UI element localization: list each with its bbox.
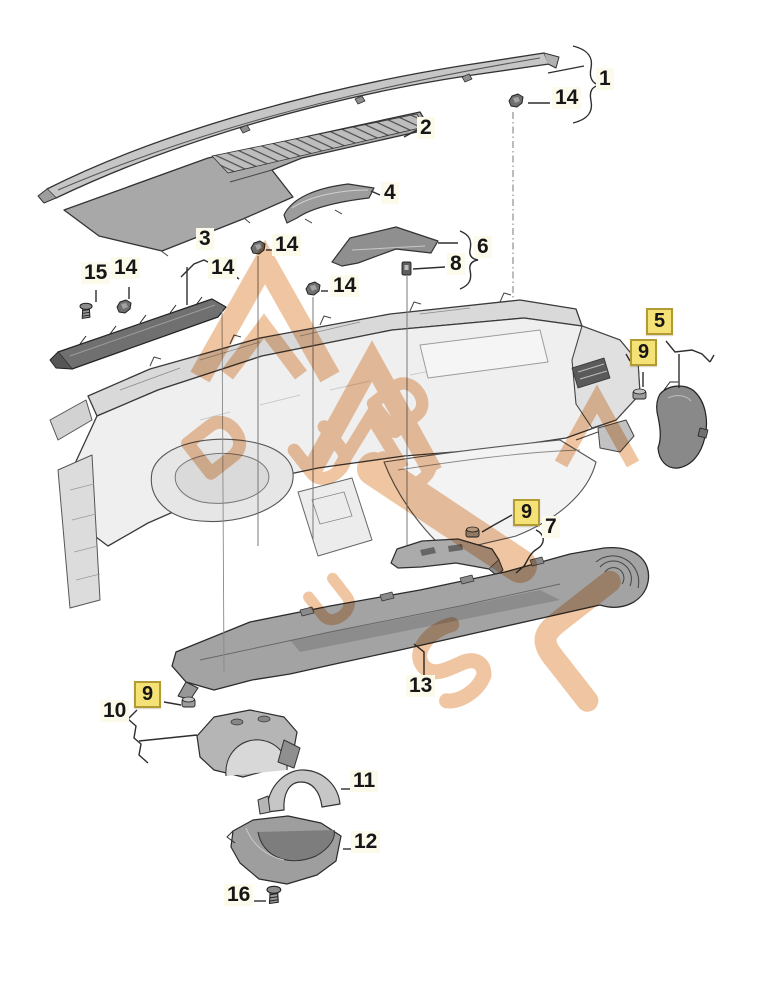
callout-9-center-highlighted[interactable]: 9 [513, 499, 541, 526]
callout-14-left[interactable]: 14 [111, 256, 141, 280]
part-13-lower-carrier-panel [171, 547, 650, 701]
callout-1[interactable]: 1 [596, 67, 614, 91]
part-3-mounting-strip [49, 296, 227, 370]
part-6-trim-piece [331, 226, 439, 267]
callout-5-highlighted[interactable]: 5 [646, 308, 674, 335]
callout-10[interactable]: 10 [100, 699, 130, 723]
part-10-column-cover [196, 709, 301, 778]
part-12-lower-shroud [226, 815, 342, 885]
callout-2[interactable]: 2 [417, 116, 435, 140]
part-2-defroster-grille [63, 111, 431, 257]
callout-14-bracket3[interactable]: 14 [208, 256, 238, 280]
part-5-end-cap [656, 381, 709, 469]
callout-11[interactable]: 11 [350, 769, 379, 793]
dashboard-main-body [49, 292, 641, 609]
callout-7[interactable]: 7 [542, 515, 560, 539]
callout-13[interactable]: 13 [406, 674, 436, 698]
callout-6[interactable]: 6 [474, 235, 492, 259]
callout-15[interactable]: 15 [81, 261, 111, 285]
part-1-windshield-trim-strip [37, 52, 560, 204]
callout-9-lower-highlighted[interactable]: 9 [134, 681, 162, 708]
callout-14-mid-upper[interactable]: 14 [272, 233, 302, 257]
callout-4[interactable]: 4 [381, 181, 399, 205]
callout-9-right-highlighted[interactable]: 9 [630, 339, 658, 366]
part-4-trim-grille [283, 183, 375, 224]
callout-14-mid-lower[interactable]: 14 [330, 274, 360, 298]
part-11-upper-shroud [257, 769, 341, 815]
callout-16[interactable]: 16 [224, 883, 254, 907]
callout-12[interactable]: 12 [351, 830, 381, 854]
callout-3[interactable]: 3 [196, 227, 214, 251]
callout-14-top[interactable]: 14 [552, 86, 582, 110]
watermark-logo [181, 239, 640, 712]
callout-8[interactable]: 8 [447, 252, 465, 276]
